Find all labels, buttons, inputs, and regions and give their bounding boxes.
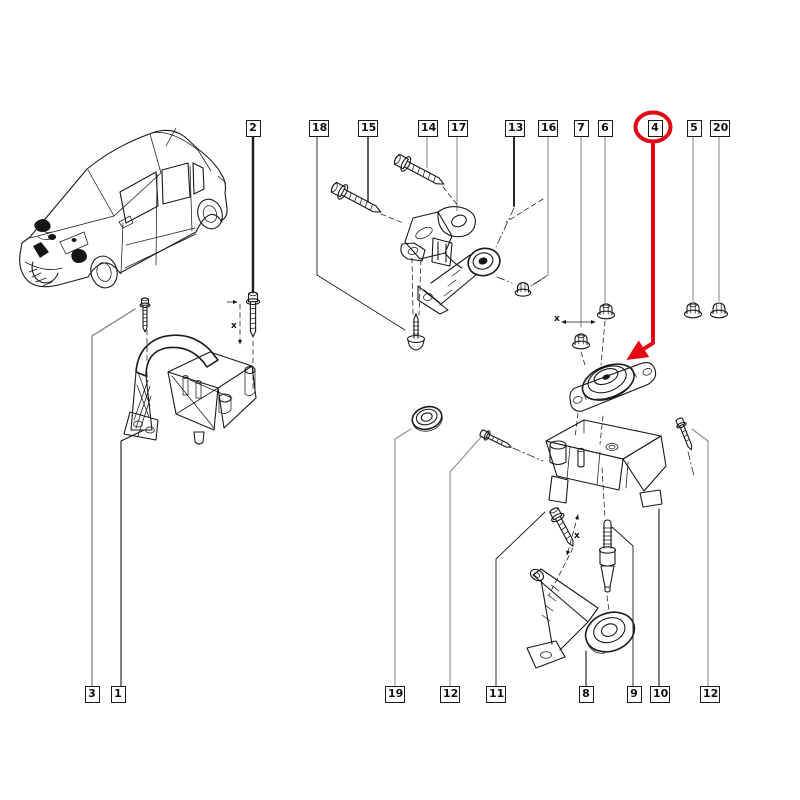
bolt-12-right: [674, 417, 696, 452]
callout-7[interactable]: 7: [573, 119, 589, 137]
leader-19: [395, 429, 411, 686]
flange-nut-6: [598, 304, 615, 319]
flange-nut-5: [685, 303, 702, 318]
cap-nut-20: [711, 303, 728, 318]
callout-5[interactable]: 5: [686, 119, 702, 137]
pendulum-bracket-8: [527, 514, 640, 668]
callout-6[interactable]: 6: [597, 119, 613, 137]
callout-leader-lines: [92, 136, 719, 686]
callout-2[interactable]: 2: [245, 119, 261, 137]
callout-8[interactable]: 8: [578, 685, 594, 703]
callout-13[interactable]: 13: [505, 119, 525, 137]
callout-14[interactable]: 14: [418, 119, 438, 137]
callout-3[interactable]: 3: [84, 685, 100, 703]
dimension-x-label: x: [554, 314, 560, 324]
callout-12[interactable]: 12: [700, 685, 720, 703]
highlight-group: [626, 113, 671, 360]
bolt-12-left: [479, 428, 514, 452]
callout-15[interactable]: 15: [358, 119, 378, 137]
highlight-circle: [636, 113, 671, 142]
callout-10[interactable]: 10: [650, 685, 670, 703]
callout-1[interactable]: 1: [110, 685, 126, 703]
bolt-15: [329, 179, 385, 219]
cap-nut-16: [515, 283, 531, 297]
dimension-x-label: x: [231, 321, 237, 331]
torque-rod-bracket-17: [401, 207, 476, 268]
bolt-11: [547, 505, 579, 549]
bolt-2: [246, 292, 259, 337]
washer-19: [410, 403, 445, 434]
support-bracket-10: [513, 420, 694, 518]
construction-lines-mount4: [575, 321, 605, 444]
engine-mount-left: [124, 299, 256, 444]
callout-17[interactable]: 17: [448, 119, 468, 137]
callout-19[interactable]: 19: [385, 685, 405, 703]
screw-3: [140, 298, 150, 332]
leader-11: [496, 512, 545, 686]
construction-lines-top: [381, 187, 547, 315]
engine-mount-insulator-4: [562, 349, 659, 414]
callout-11[interactable]: 11: [486, 685, 506, 703]
dimension-x-label: x: [574, 531, 580, 541]
stud-screw-18: [408, 314, 425, 350]
callout-20[interactable]: 20: [710, 119, 730, 137]
callout-12[interactable]: 12: [440, 685, 460, 703]
stud-9: [600, 520, 616, 592]
bolt-14: [392, 151, 448, 191]
callout-9[interactable]: 9: [626, 685, 642, 703]
highlight-leader-arrow: [626, 142, 653, 360]
flange-nut-7: [573, 334, 590, 349]
leader-12-right: [692, 429, 708, 686]
callout-16[interactable]: 16: [538, 119, 558, 137]
leader-3: [92, 309, 135, 686]
leader-16: [531, 136, 548, 286]
car-illustration: [20, 128, 227, 291]
bushing-13: [418, 245, 503, 314]
leader-9: [612, 527, 633, 686]
leader-18: [317, 136, 405, 330]
callout-4[interactable]: 4: [647, 119, 663, 137]
callout-18[interactable]: 18: [309, 119, 329, 137]
leader-12-left: [450, 436, 482, 686]
leader-1: [121, 430, 144, 686]
